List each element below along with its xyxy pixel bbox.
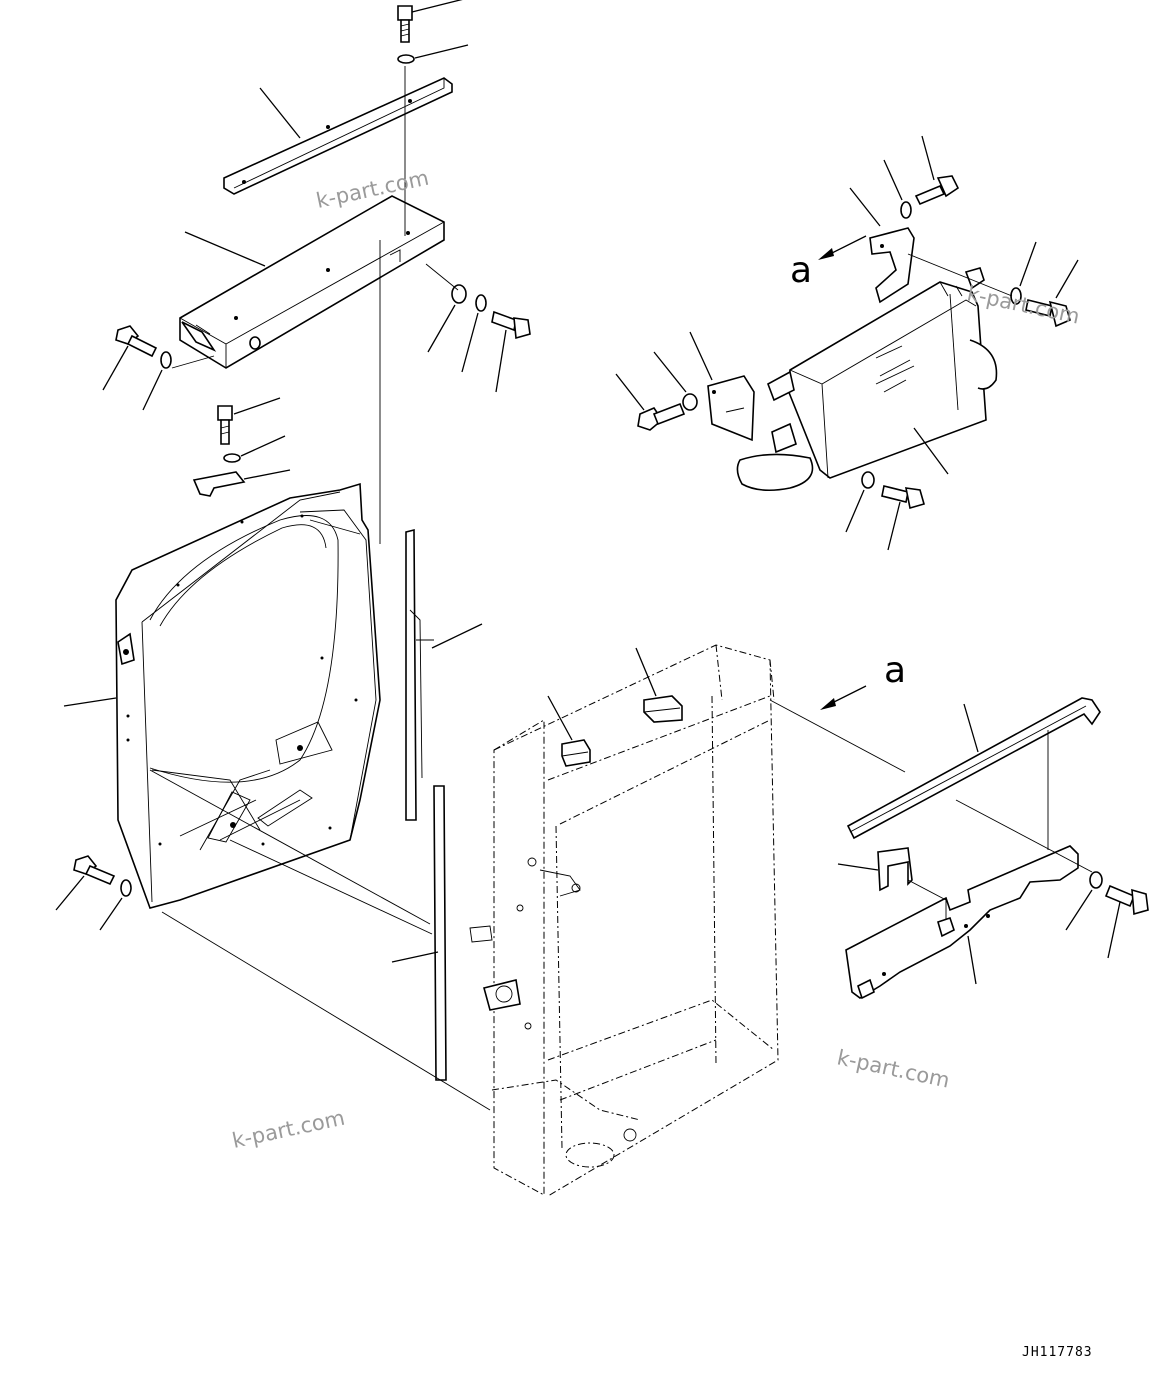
shroud-bolt [217, 397, 281, 445]
watermark-2: k-part.com [965, 281, 1082, 328]
view-arrow-upper: a [790, 235, 867, 291]
drawing-code: JH117783 [1022, 1345, 1093, 1360]
cover-rail [846, 697, 1101, 840]
cover-seal-block [837, 847, 947, 901]
cover-panel [845, 730, 1093, 1000]
seal-strip-lower [391, 785, 447, 1081]
radiator-frame [469, 644, 906, 1197]
shroud-washer [223, 435, 286, 463]
beam-left-bolt [102, 325, 158, 391]
beam-right-washer-2 [461, 294, 487, 373]
cooler-washer-left [653, 351, 698, 411]
beam-right-bolt [491, 310, 531, 393]
cooler-bolt-left [615, 373, 686, 431]
cooler-washer-top [883, 159, 912, 219]
watermark-4: k-part.com [230, 1106, 347, 1153]
cover-bolt [1104, 884, 1149, 959]
cooler-washer-right [1010, 241, 1037, 305]
watermark-3: k-part.com [835, 1045, 952, 1092]
cooler-bracket-left [689, 331, 755, 442]
shroud-clip [192, 469, 291, 497]
view-label-lower: a [884, 650, 906, 691]
cooler-bolt-right [1025, 259, 1079, 328]
cooler-bolt-top [914, 135, 960, 206]
shroud-lower-washer [99, 879, 132, 931]
fan-shroud [63, 482, 381, 909]
beam-left-washer [142, 351, 215, 411]
upper-plate [223, 77, 453, 195]
cover-washer [1065, 871, 1103, 931]
view-arrow-lower: a [820, 650, 906, 710]
cooler-assembly [736, 267, 998, 492]
cooler-bracket-top [849, 187, 915, 304]
foam-block-right [635, 647, 683, 723]
top-washer [397, 44, 469, 64]
beam-right-washer-1 [427, 284, 467, 353]
shroud-lower-bolt [55, 855, 116, 911]
view-label-upper: a [790, 250, 812, 291]
top-bolt [397, 0, 463, 43]
seal-strip-upper [405, 528, 483, 821]
cooler-washer-bottom [845, 471, 875, 533]
upper-beam [179, 195, 445, 369]
cooler-bolt-bottom [881, 485, 925, 551]
foam-block-left [547, 695, 591, 767]
